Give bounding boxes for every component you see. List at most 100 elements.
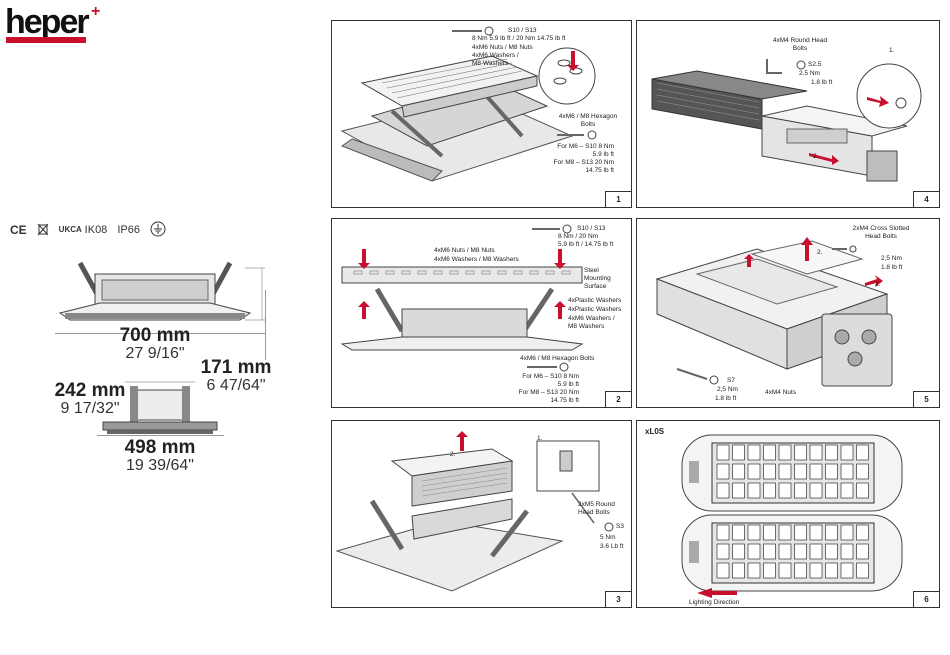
length-mm: 700 mm: [119, 325, 191, 346]
panel-4-step-2: 2.: [813, 153, 819, 160]
panel-1-spec-2: 5.9 lb ft: [592, 151, 614, 158]
panel-2-spec-3: For M8 – S13 20 Nm: [518, 389, 579, 396]
led-lens: [794, 482, 807, 499]
panel-1-part-2: 4xM6 Washers /: [472, 52, 519, 59]
certification-row: CE UKCA IK08 IP66: [10, 220, 166, 240]
brand-name: heper: [5, 3, 90, 41]
led-lens: [856, 482, 869, 499]
led-lens: [778, 524, 792, 541]
panel-1-spec-1: For M6 – S10 8 Nm: [557, 143, 614, 150]
panel-5-number: 5: [913, 391, 939, 407]
ukca-mark: UKCA: [58, 225, 82, 234]
led-lens: [825, 543, 838, 560]
panel-1-bolts-1: 4xM6 / M8 Hexagon: [558, 113, 618, 120]
panel-5-spec-2: 1.8 lb ft: [881, 264, 903, 271]
panel-2-bolts: 4xM6 / M8 Hexagon Bolts: [520, 355, 595, 362]
width-inches: 19 39/64": [126, 457, 194, 474]
surface-mounting-illustration: [340, 224, 584, 372]
led-lens: [763, 562, 776, 579]
led-lens: [856, 562, 869, 579]
panel-4-step-1: 1.: [889, 47, 895, 54]
panel-4-number: 4: [913, 191, 939, 207]
panel-2-number: 2: [605, 391, 631, 407]
step-panel-4: 4xM4 Round Head Bolts S2.5 2.5 Nm 1.8 lb…: [636, 20, 940, 208]
led-lens: [840, 543, 854, 560]
width-mm: 498 mm: [124, 437, 196, 458]
panel-4-spec-2: 1.8 lb ft: [811, 79, 833, 86]
led-lens: [716, 482, 730, 499]
led-lens: [778, 444, 792, 461]
panel-2-torque-2: 5.9 lb ft / 14.75 lb ft: [558, 241, 614, 248]
led-lens: [778, 463, 792, 480]
led-lens: [732, 482, 745, 499]
led-lens: [747, 562, 761, 579]
step-panel-6: xL0S Lighting Direction 6: [636, 420, 940, 608]
panel-2-spec-2: 5.9 lb ft: [557, 381, 579, 388]
panel-2-surface-3: Surface: [584, 283, 607, 290]
panel-1-spec-3: For M8 – S13 20 Nm: [553, 159, 614, 166]
optic-label: xL0S: [645, 427, 665, 436]
led-lens: [778, 562, 792, 579]
led-lens: [794, 444, 807, 461]
led-lens: [732, 543, 745, 560]
led-lens: [778, 482, 792, 499]
led-lens: [825, 562, 838, 579]
led-lens: [809, 562, 823, 579]
led-lens: [716, 562, 730, 579]
led-lens: [825, 444, 838, 461]
ground-icon: [150, 221, 166, 240]
side-view-drawing: [40, 258, 290, 338]
panel-2-torque-1: 8 Nm / 20 Nm: [558, 233, 599, 240]
front-view-drawing: [95, 378, 225, 438]
panel-2-washer-4: M8 Washers: [568, 323, 605, 330]
led-lens: [809, 463, 823, 480]
led-lens: [747, 482, 761, 499]
depth-mm: 242 mm: [54, 380, 126, 401]
panel-1-number: 1: [605, 191, 631, 207]
led-lens: [840, 524, 854, 541]
ce-mark: CE: [10, 223, 27, 237]
panel-5-step-1: 1.: [875, 281, 881, 288]
led-lens: [716, 463, 730, 480]
height-mm: 171 mm: [200, 357, 272, 378]
led-lens: [732, 444, 745, 461]
led-lens: [809, 444, 823, 461]
ip-rating: IP66: [117, 224, 140, 236]
led-lens: [825, 482, 838, 499]
panel-3-number: 3: [605, 591, 631, 607]
panel-3-tool: S3: [616, 523, 624, 530]
length-inches: 27 9/16": [125, 345, 185, 362]
step-panel-2: S10 / S13 8 Nm / 20 Nm 5.9 lb ft / 14.75…: [331, 218, 632, 408]
step-panel-3: 1. 2. 2xM5 Round Head Bolts S3 5 Nm 3.6 …: [331, 420, 632, 608]
height-dimension: 171 mm 6 47/64": [196, 358, 276, 394]
panel-1-bolts-2: Bolts: [580, 121, 596, 128]
led-lens: [840, 562, 854, 579]
panel-5-bolts-2: Head Bolts: [865, 233, 897, 240]
junction-box-illustration: [655, 237, 893, 387]
led-lens: [794, 524, 807, 541]
brand-underline: [6, 37, 86, 43]
width-dimension-line: [97, 435, 224, 436]
panel-5-tool-spec-2: 1.8 lb ft: [715, 395, 737, 402]
step-panel-5: 2xM4 Cross Slotted Head Bolts 2,5 Nm 1.8…: [636, 218, 940, 408]
depth-dimension: 242 mm 9 17/32": [50, 381, 130, 417]
led-lens: [716, 543, 730, 560]
panel-1-spec-4: 14.75 lb ft: [585, 167, 614, 174]
panel-4-bolts-2: Bolts: [792, 45, 808, 52]
panel-3-bolts-2: Head Bolts: [578, 509, 610, 516]
led-lens: [763, 543, 776, 560]
panel-3-spec-1: 5 Nm: [600, 534, 616, 541]
led-lens: [856, 444, 869, 461]
panel-1-tool: S10 / S13: [508, 27, 537, 34]
led-lens: [778, 543, 792, 560]
panel-2-spec-1: For M6 – S10 8 Nm: [522, 373, 579, 380]
height-dimension-line: [265, 290, 266, 360]
bracket-mounting-illustration: [340, 26, 597, 182]
step-panel-1: S10 / S13 8 Nm 5.9 lb ft / 20 Nm 14.75 l…: [331, 20, 632, 208]
led-lens: [732, 562, 745, 579]
led-lens: [747, 543, 761, 560]
panel-4-tool: S2.5: [808, 61, 822, 68]
led-lens: [809, 543, 823, 560]
led-lens: [732, 463, 745, 480]
led-lens: [794, 543, 807, 560]
